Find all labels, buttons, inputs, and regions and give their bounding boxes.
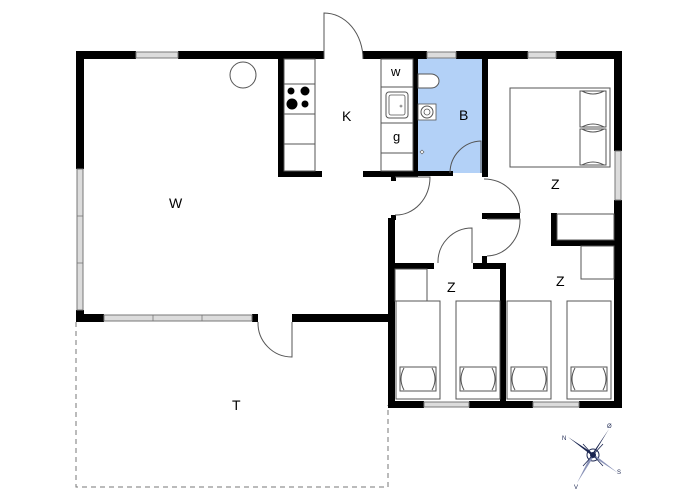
room-label-washer: w: [390, 64, 401, 79]
room-label-bathroom: B: [459, 107, 468, 123]
single-bed-icon: [566, 300, 612, 400]
single-bed-icon: [506, 300, 552, 400]
stove-icon: [286, 86, 310, 110]
compass-n: N: [562, 436, 566, 442]
compass-v: V: [574, 485, 578, 491]
room-label-terrace: T: [232, 397, 241, 413]
compass-s: S: [617, 470, 621, 476]
compass-rose-icon: N Ø S V: [562, 424, 621, 491]
toilet-icon: [417, 73, 440, 89]
sink-icon: [385, 91, 409, 119]
single-bed-icon: [395, 300, 441, 400]
compass-o: Ø: [607, 424, 612, 430]
double-bed-icon: [509, 87, 611, 168]
single-bed-icon: [455, 300, 501, 400]
round-table-icon: [229, 61, 257, 89]
kitchen-counter: [283, 58, 316, 172]
closet-icon: [580, 245, 615, 280]
room-label-dishwasher: g: [393, 129, 400, 144]
terrace-outline: [75, 322, 389, 488]
floor-drain-icon: [419, 149, 425, 155]
closet-icon: [394, 268, 428, 302]
room-label-kitchen: K: [342, 108, 352, 124]
bathroom-sink-icon: [417, 103, 437, 121]
room-label-bedroom3: Z: [556, 273, 565, 289]
room-label-bedroom1: Z: [551, 176, 560, 192]
doors: [257, 12, 521, 358]
room-label-bedroom2: Z: [447, 279, 456, 295]
closet-icon: [556, 213, 615, 241]
kitchen-counter-right: [380, 58, 414, 172]
walls: [76, 51, 622, 408]
room-label-living: W: [169, 195, 183, 211]
windows: [76, 51, 622, 408]
